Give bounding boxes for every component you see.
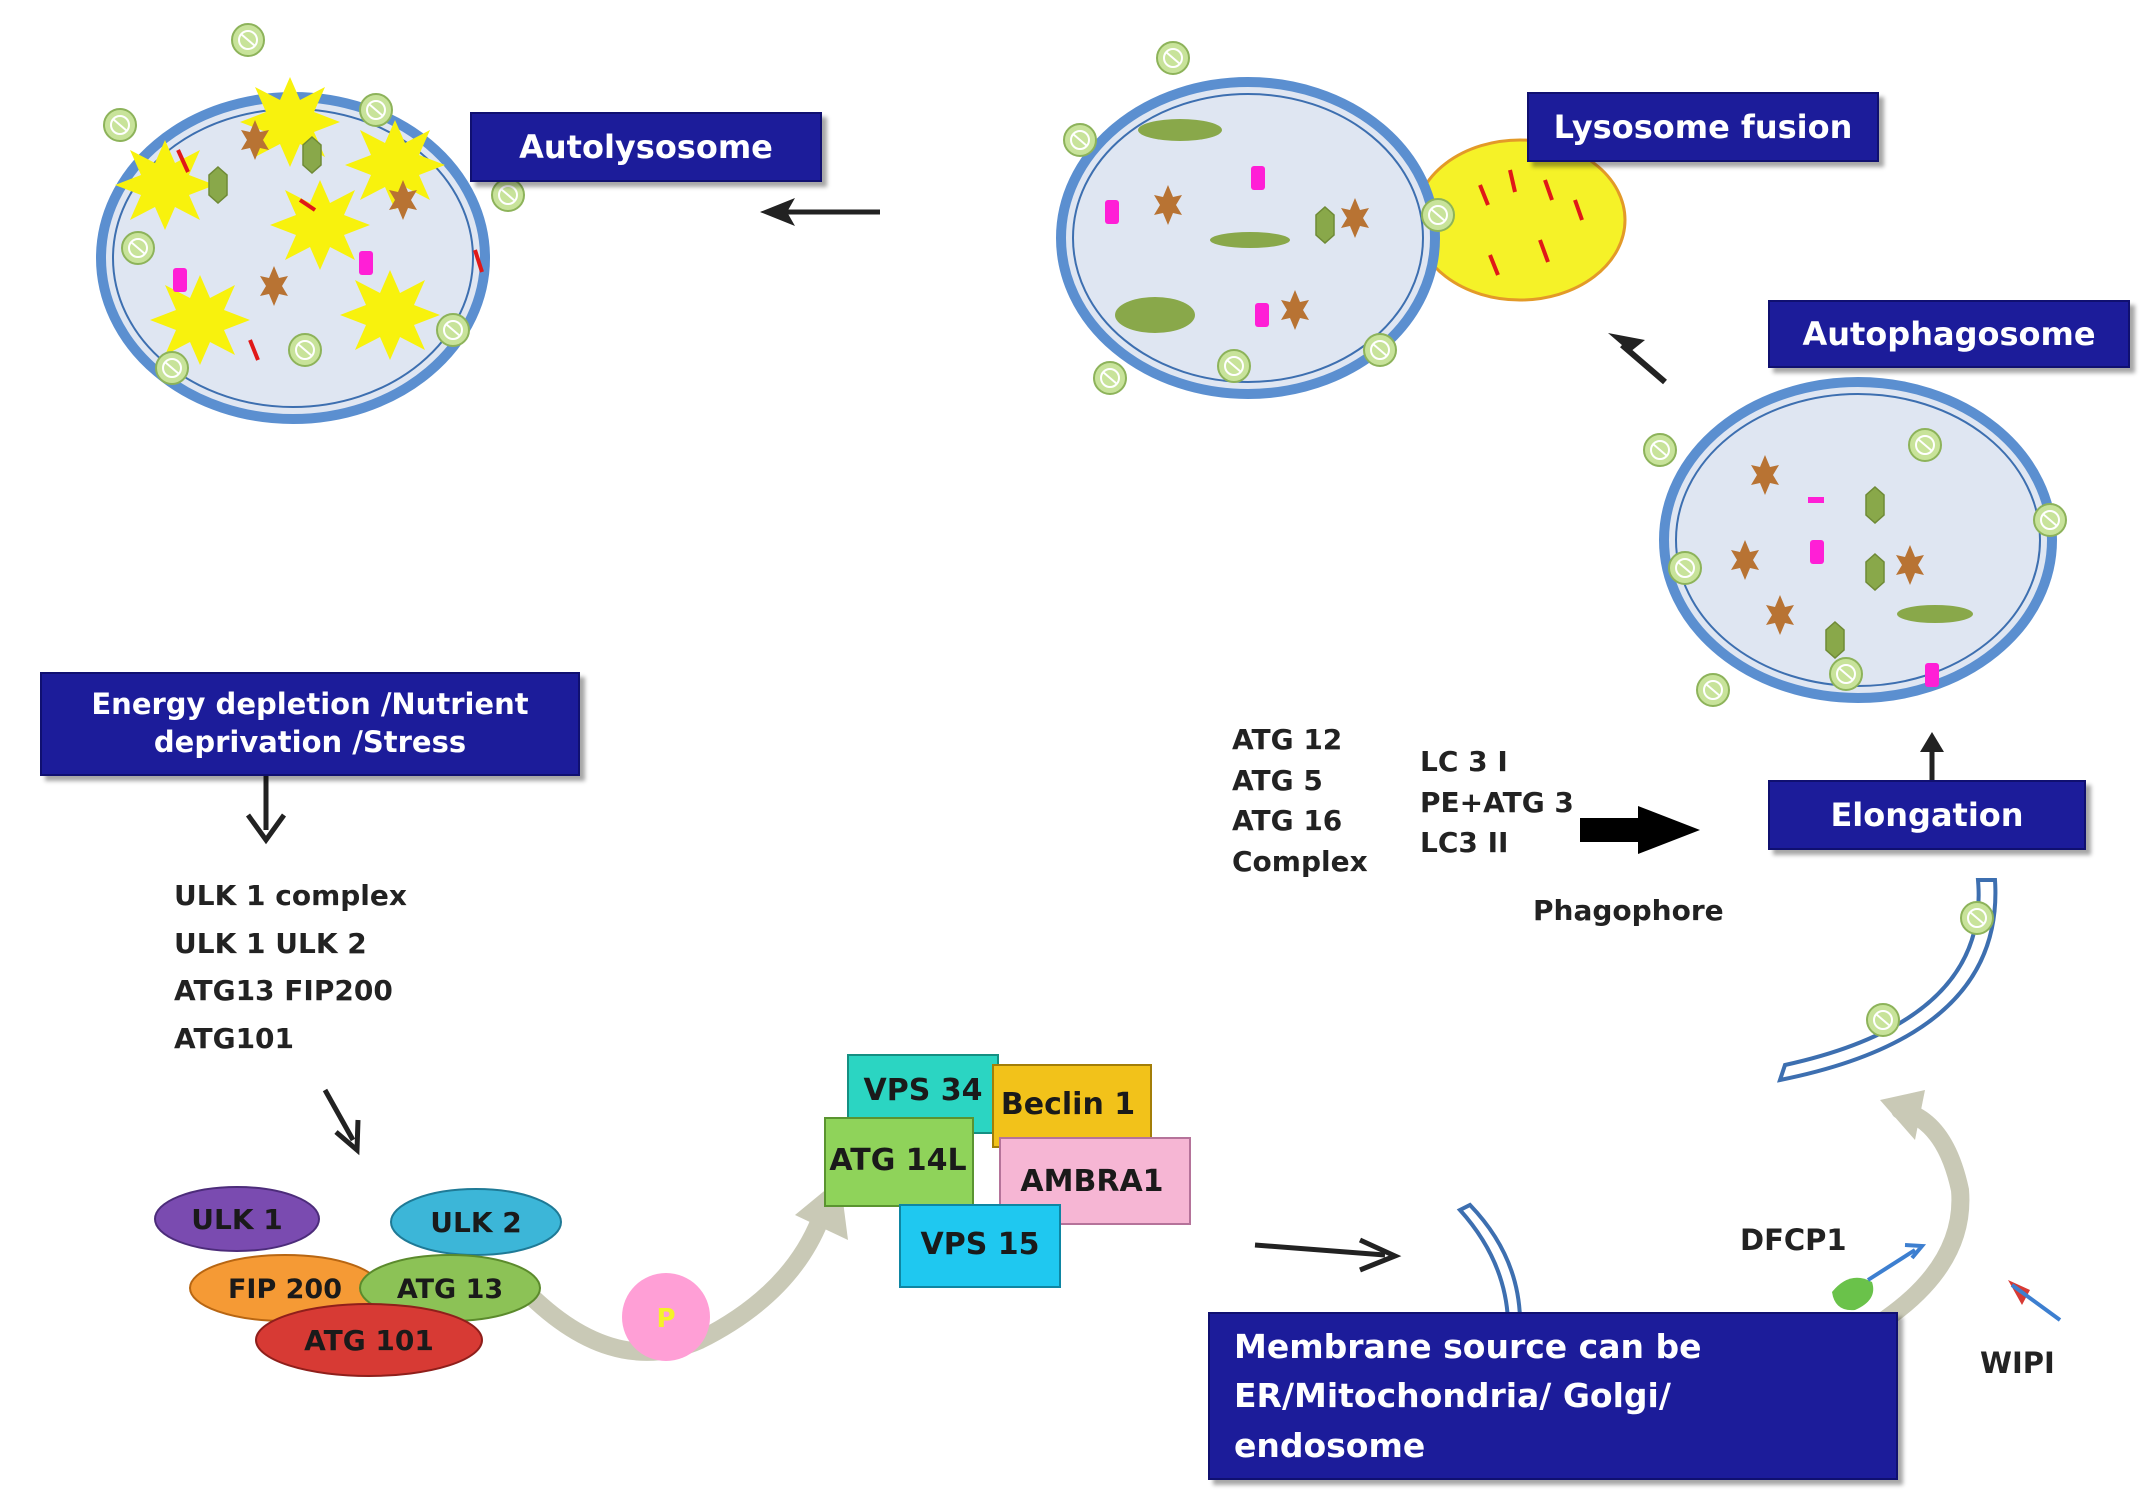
autolysosome-box: Autolysosome bbox=[470, 112, 822, 182]
membrane-line-2: ER/Mitochondria/ Golgi/ bbox=[1234, 1376, 1671, 1416]
atg12-complex-block: ATG 12 ATG 5 ATG 16 Complex bbox=[1232, 720, 1368, 882]
phagophore-membrane bbox=[1777, 878, 1998, 1083]
lc3-line-2: PE+ATG 3 bbox=[1420, 785, 1574, 819]
vps15-label: VPS 15 bbox=[920, 1227, 1039, 1262]
atg-line-4: Complex bbox=[1232, 844, 1368, 878]
membrane-source-box: Membrane source can be ER/Mitochondria/ … bbox=[1208, 1312, 1898, 1480]
ulk-line-2: ULK 1 ULK 2 bbox=[174, 926, 367, 960]
lc3-block: LC 3 I PE+ATG 3 LC3 II bbox=[1420, 742, 1574, 864]
lc3-line-3: LC3 II bbox=[1420, 826, 1509, 860]
atg13-label: ATG 13 bbox=[397, 1274, 503, 1305]
dfcp1-label: DFCP1 bbox=[1740, 1223, 1847, 1257]
beclin1-label: Beclin 1 bbox=[1001, 1087, 1135, 1122]
arrow-to-membrane bbox=[1254, 1237, 1402, 1273]
ulk-complex bbox=[154, 1186, 710, 1377]
atg-line-2: ATG 5 bbox=[1232, 763, 1323, 797]
phagophore-label: Phagophore bbox=[1533, 894, 1724, 927]
arrow-to-autophagosome bbox=[1920, 732, 1944, 780]
arrow-energy-down bbox=[245, 775, 287, 845]
lysosome-fusion-vesicle bbox=[1056, 41, 1627, 399]
arrow-to-lysosome bbox=[1608, 333, 1667, 385]
membrane-line-3: endosome bbox=[1234, 1425, 1426, 1465]
atg-line-3: ATG 16 bbox=[1232, 804, 1343, 838]
arrow-to-elongation bbox=[1580, 806, 1700, 854]
wipi-label: WIPI bbox=[1980, 1346, 2055, 1380]
dfcp1-glyph bbox=[1832, 1243, 1927, 1311]
ulk-line-4: ATG101 bbox=[174, 1021, 295, 1055]
autolysosome-vesicle bbox=[96, 23, 525, 424]
ulk1-label: ULK 1 bbox=[191, 1203, 283, 1236]
autophagosome-box: Autophagosome bbox=[1768, 300, 2130, 368]
elongation-box: Elongation bbox=[1768, 780, 2086, 850]
arrow-ulk-down bbox=[322, 1088, 361, 1156]
autophagosome-vesicle bbox=[1643, 377, 2067, 707]
atg14l-label: ATG 14L bbox=[829, 1143, 966, 1178]
ulk-text-block: ULK 1 complex ULK 1 ULK 2 ATG13 FIP200 A… bbox=[174, 872, 407, 1062]
ambra1-label: AMBRA1 bbox=[1020, 1164, 1163, 1199]
ulk-line-1: ULK 1 complex bbox=[174, 879, 407, 912]
ulk2-label: ULK 2 bbox=[430, 1206, 522, 1239]
arrow-to-autolysosome bbox=[760, 198, 880, 226]
lysosome-fusion-title: Lysosome fusion bbox=[1553, 108, 1853, 146]
membrane-line-1: Membrane source can be bbox=[1234, 1326, 1702, 1366]
pi3k-complex bbox=[824, 1054, 1191, 1288]
autophagosome-title: Autophagosome bbox=[1802, 315, 2096, 353]
lysosome-fusion-box: Lysosome fusion bbox=[1527, 92, 1879, 162]
autolysosome-title: Autolysosome bbox=[519, 128, 773, 166]
energy-depletion-box: Energy depletion /Nutrient deprivation /… bbox=[40, 672, 580, 776]
energy-line-2: deprivation /Stress bbox=[153, 725, 467, 759]
membrane-source-curve bbox=[1456, 1202, 1523, 1323]
vps34-label: VPS 34 bbox=[863, 1073, 982, 1108]
energy-line-1: Energy depletion /Nutrient bbox=[91, 687, 529, 722]
atg-line-1: ATG 12 bbox=[1232, 723, 1343, 756]
wipi-glyph bbox=[2008, 1280, 2062, 1322]
ulk-line-3: ATG13 FIP200 bbox=[174, 974, 393, 1008]
elongation-title: Elongation bbox=[1830, 796, 2024, 834]
lc3-line-1: LC 3 I bbox=[1420, 745, 1508, 778]
fip200-label: FIP 200 bbox=[228, 1274, 342, 1305]
atg101-label: ATG 101 bbox=[304, 1324, 434, 1357]
p-label: P bbox=[656, 1304, 675, 1334]
